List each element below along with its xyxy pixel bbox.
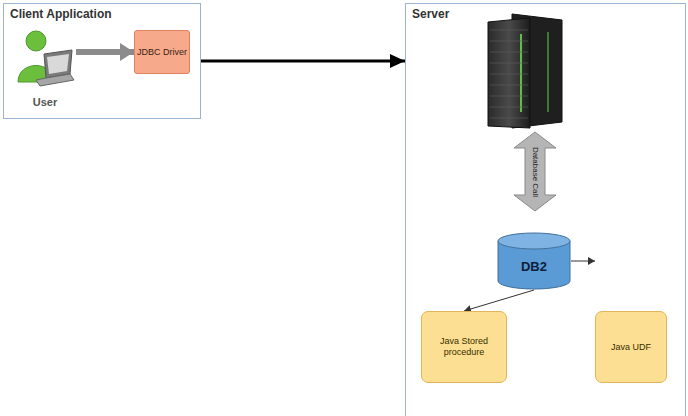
node-label: Java Stored procedure — [422, 333, 506, 361]
user-figure — [14, 24, 76, 108]
server-group-box: ServerDB2Java Stored procedure Java UDF — [405, 3, 686, 416]
rack-detail — [490, 96, 528, 97]
arrow-label: Database Call — [531, 147, 540, 197]
rack-detail — [490, 118, 528, 119]
node-label: Java UDF — [608, 339, 654, 356]
connector-arrow — [571, 261, 595, 262]
user-icon: User — [14, 24, 76, 108]
rack-detail — [490, 30, 528, 31]
rack-detail — [490, 85, 528, 86]
group-heading: Server — [412, 7, 449, 21]
connector-arrow — [76, 49, 134, 55]
database-cylinder: DB2 — [497, 232, 571, 290]
connector-arrow — [201, 60, 405, 63]
rack-detail — [490, 41, 528, 42]
server-rack-icon — [488, 14, 562, 128]
rack-detail — [490, 52, 528, 53]
node-label: JDBC Driver — [135, 45, 189, 59]
database-call-arrow — [514, 132, 556, 211]
function-box: Java UDF — [595, 311, 667, 383]
node-label: DB2 — [521, 249, 547, 274]
rack-detail — [490, 63, 528, 64]
connector-arrow — [464, 290, 534, 311]
client-group-box: Client ApplicationUser JDBC Driver — [3, 3, 201, 119]
group-heading: Client Application — [10, 7, 112, 21]
driver-box: JDBC Driver — [134, 30, 190, 74]
rack-detail — [490, 74, 528, 75]
node-label: User — [14, 96, 76, 108]
rack-detail — [490, 107, 528, 108]
procedure-box: Java Stored procedure — [421, 311, 507, 383]
